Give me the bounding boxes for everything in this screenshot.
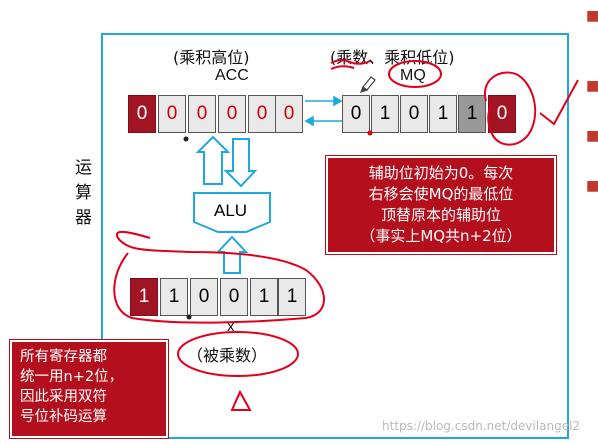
mq-bit-2: 0 <box>400 95 428 133</box>
red-annotations <box>113 59 579 411</box>
mq-name: MQ <box>400 67 426 84</box>
x-bit-1: 1 <box>160 278 188 316</box>
unit-label-char-2: 算 <box>75 183 92 203</box>
mq-bit-3: 1 <box>429 95 457 133</box>
mq-callout-line-2: 右移会使MQ的最低位 <box>368 185 514 203</box>
acc-dot <box>183 136 189 142</box>
mq-bit-0: 0 <box>342 95 370 133</box>
acc-bit-4: 0 <box>248 95 276 133</box>
mq-dot <box>367 130 373 136</box>
right-edge-mark-2: ■ <box>586 78 598 94</box>
right-edge-mark-4: ■ <box>586 178 598 194</box>
x-bit-3: 0 <box>220 278 248 316</box>
acc-name: ACC <box>215 67 249 84</box>
mq-aux-bit-callout: 辅助位初始为0。每次 右移会使MQ的最低位 顶替原本的辅助位 （事实上MQ共n+… <box>326 156 556 254</box>
acc-caption: (乘积高位) <box>173 48 250 67</box>
acc-bit-2: 0 <box>188 95 216 133</box>
x-caption: （被乘数） <box>187 346 268 365</box>
acc-bit-5: 0 <box>275 95 303 133</box>
regs-callout-line-2: 统一用n+2位， <box>20 369 124 385</box>
x-bit-4: 1 <box>250 278 278 316</box>
mq-bit-4: 1 <box>458 95 486 133</box>
x-name: x <box>227 318 235 335</box>
acc-bit-1: 0 <box>158 95 186 133</box>
right-edge-mark-1: ■ <box>586 8 598 24</box>
regs-callout-line-3: 因此采用双符 <box>20 389 107 405</box>
pencil-cursor-icon <box>359 76 376 93</box>
x-bit-2: 0 <box>190 278 218 316</box>
regs-callout-line-1: 所有寄存器都 <box>20 349 107 365</box>
mq-callout-line-4: （事实上MQ共n+2位） <box>360 227 522 245</box>
mq-callout-line-1: 辅助位初始为0。每次 <box>368 164 514 182</box>
mq-callout-line-3: 顶替原本的辅助位 <box>380 206 501 224</box>
alu-shape <box>193 192 271 233</box>
arithmetic-unit-panel <box>101 33 569 439</box>
alu-label: ALU <box>214 201 248 220</box>
watermark-url: https://blog.csdn.net/devilangel2 <box>382 419 581 433</box>
mq-aux-bit: 0 <box>488 95 516 133</box>
register-width-callout: 所有寄存器都 统一用n+2位， 因此采用双符 号位补码运算 <box>10 340 168 438</box>
unit-label-char-3: 器 <box>75 208 92 228</box>
mq-bit-1: 1 <box>371 95 399 133</box>
acc-bit-0: 0 <box>128 95 156 133</box>
x-bit-0: 1 <box>130 278 158 316</box>
unit-label-char-1: 运 <box>75 158 92 178</box>
right-edge-mark-3: ■ <box>586 128 598 144</box>
acc-bit-3: 0 <box>218 95 246 133</box>
x-dot <box>186 314 192 320</box>
acc-mq-transfer-arrows <box>304 95 343 127</box>
acc-to-alu-arrow <box>223 138 258 188</box>
regs-callout-line-4: 号位补码运算 <box>20 409 107 425</box>
x-bit-5: 1 <box>278 278 306 316</box>
alu-to-acc-arrow <box>195 135 231 185</box>
